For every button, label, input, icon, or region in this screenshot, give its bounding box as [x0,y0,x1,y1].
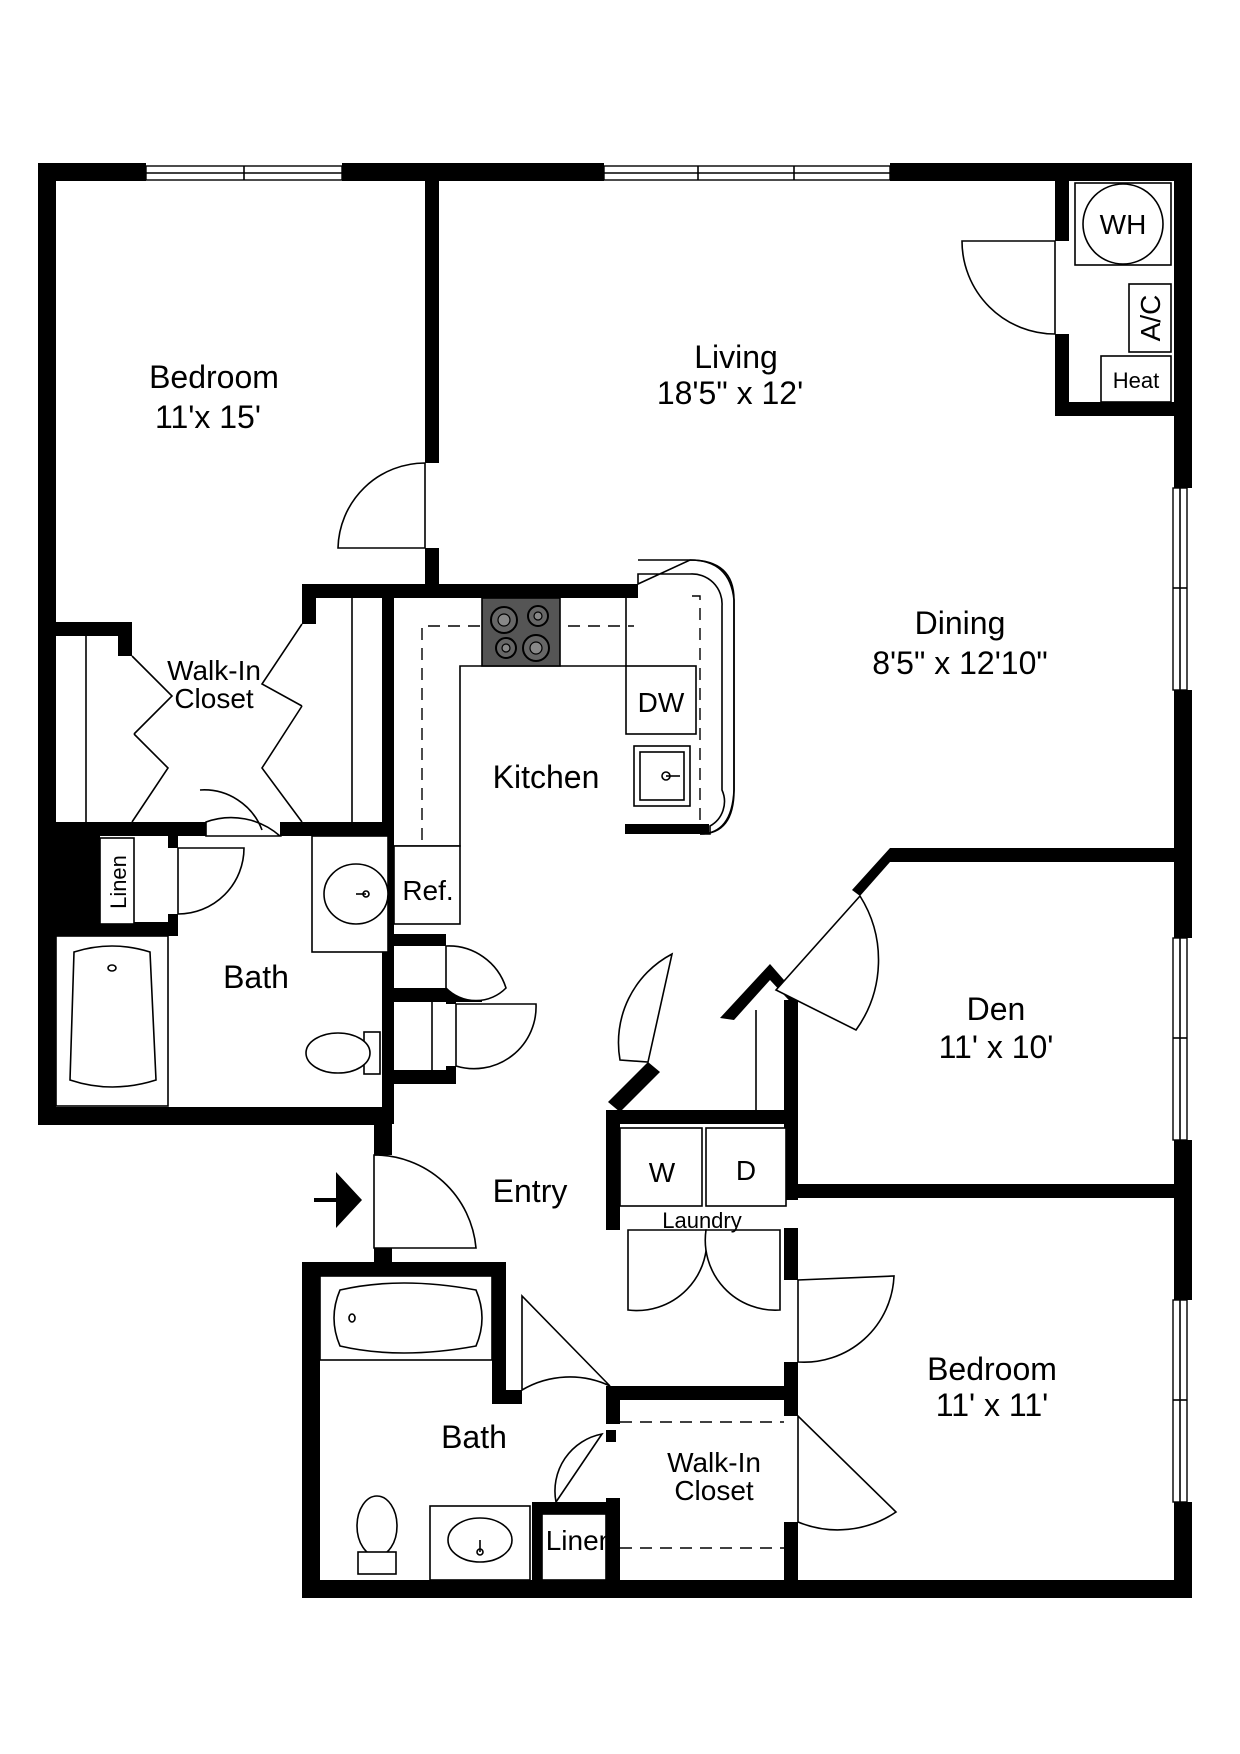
kitchen-fixtures [393,559,735,925]
dryer-label: D [736,1155,756,1186]
water-heater-label: WH [1100,209,1147,240]
entry-name: Entry [493,1173,568,1209]
ac-unit [1128,283,1172,353]
closet-shelves [85,598,784,1549]
bath2-name: Bath [441,1419,507,1455]
living-name: Living [694,339,778,375]
bedroom1-name: Bedroom [149,359,279,395]
laundry-name: Laundry [662,1208,742,1233]
water-heater-icon [1082,183,1164,265]
toilet-icon [356,1495,398,1575]
kitchen-name: Kitchen [493,759,600,795]
den-dims: 11' x 10' [939,1029,1054,1065]
living-dims: 18'5" x 12' [657,375,803,411]
dryer [705,1127,787,1207]
cooktop-icon [481,597,561,667]
heat-unit [1100,355,1172,403]
washer-label: W [649,1157,676,1188]
walls [38,163,1192,1598]
dining-dims: 8'5" x 12'10" [872,645,1048,681]
refrigerator [393,845,461,925]
bath1-fixtures [55,835,389,1107]
bathtub-icon [333,1282,483,1354]
den-name: Den [967,991,1026,1027]
bedroom2-dims: 11' x 11' [936,1387,1048,1423]
refrigerator-label: Ref. [402,875,453,906]
linen-cabinet [541,1513,607,1581]
closet1-line2: Closet [174,683,254,714]
closet2-line1: Walk-In [667,1447,761,1478]
dishwasher-label: DW [638,687,685,718]
laundry-appliances [619,1127,787,1207]
dining-name: Dining [915,605,1006,641]
linen1-label: Linen [106,855,131,909]
bedroom2-name: Bedroom [927,1351,1057,1387]
toilet-icon [305,1031,381,1075]
dishwasher [625,665,697,735]
heat-label: Heat [1113,368,1159,393]
linen-cabinet [99,837,135,925]
bath1-name: Bath [223,959,289,995]
bathtub-icon [69,945,157,1088]
entry-arrow-icon [314,1172,362,1228]
closet1-line1: Walk-In [167,655,261,686]
ac-label: A/C [1135,295,1166,342]
bath2-fixtures [319,1275,531,1581]
closet2-line2: Closet [674,1475,754,1506]
washer [619,1127,703,1207]
mechanical-closet [1074,182,1172,403]
doors [131,240,1056,1531]
linen2-label: Linen [546,1525,615,1556]
bedroom1-dims: 11'x 15' [155,399,261,435]
windows [145,165,1188,1503]
